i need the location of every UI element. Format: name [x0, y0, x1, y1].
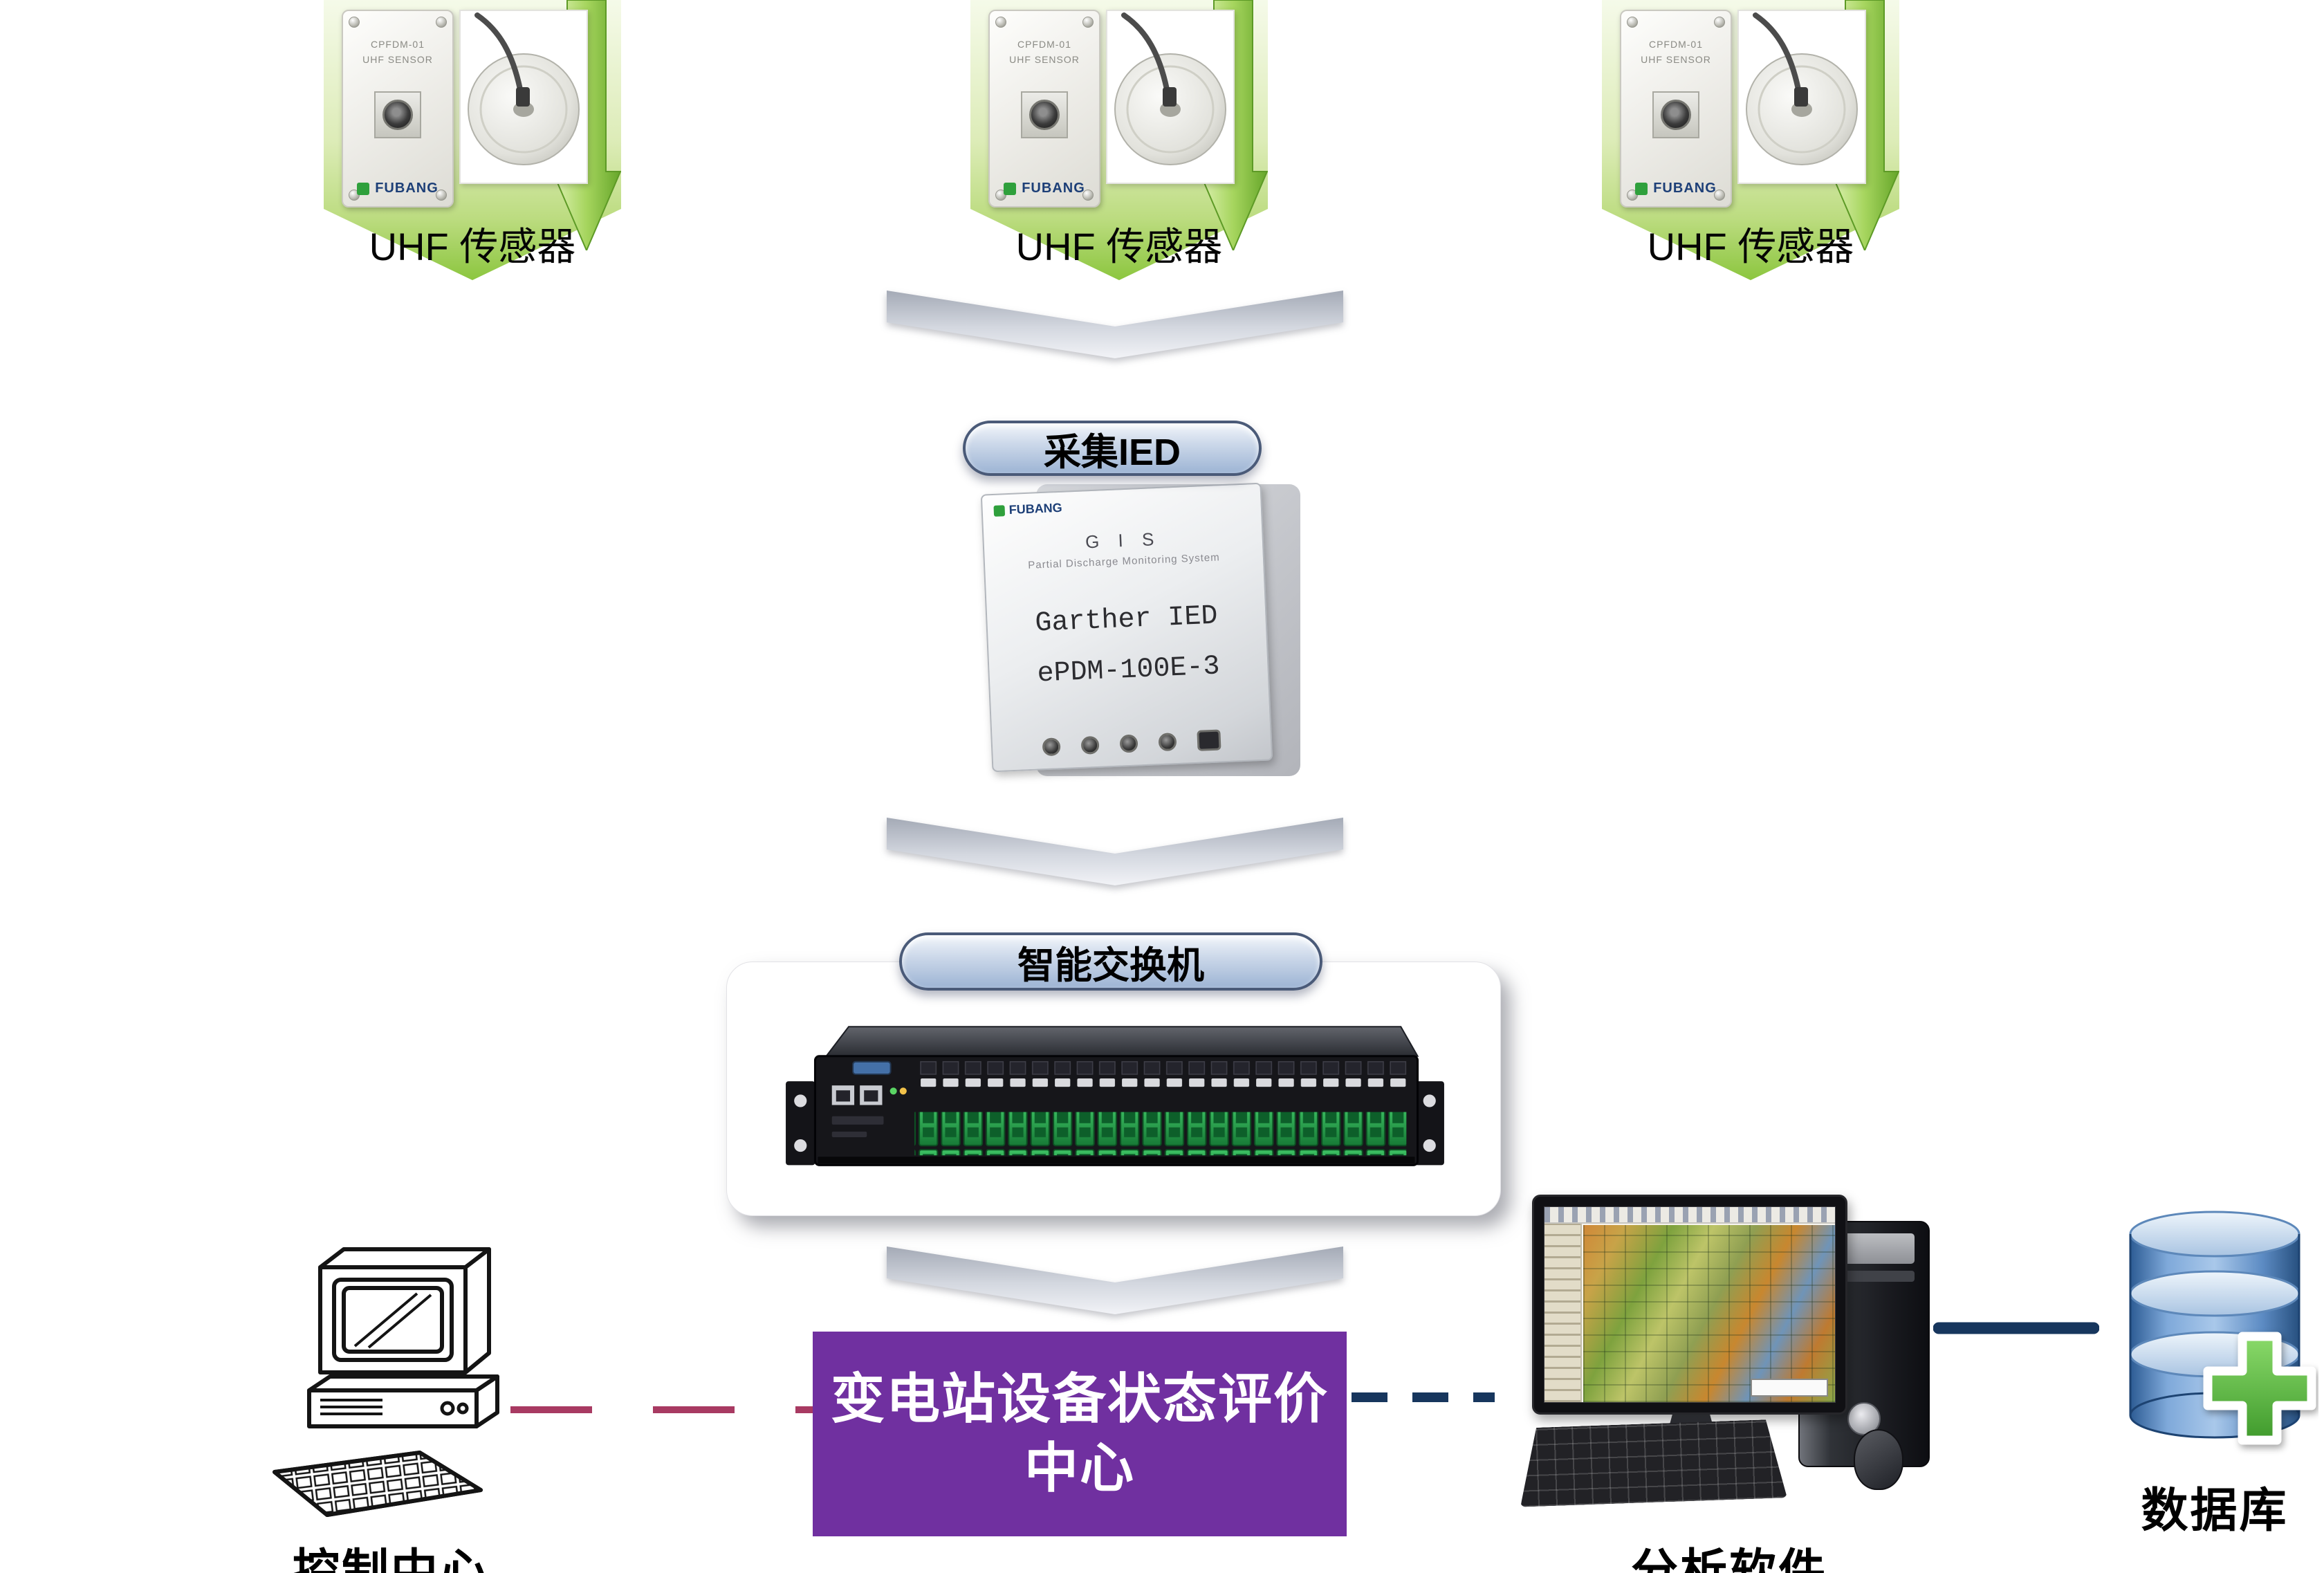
bnc-connector-icon — [1119, 734, 1138, 753]
analysis-mouse — [1854, 1429, 1903, 1490]
fubang-logo-icon — [357, 182, 370, 195]
disc-sensor-graphic — [468, 12, 580, 165]
uhf-panel-sensor-photo: CPFDM-01 UHF SENSOR FUBANG — [1620, 10, 1732, 208]
fubang-logo-icon — [1004, 182, 1017, 195]
connector-core — [1661, 100, 1691, 130]
down-chevron-icon — [887, 1247, 1343, 1314]
analysis-software-label: 分析软件 — [1630, 1545, 1827, 1573]
sensor-connector — [374, 91, 421, 138]
sensor-type-text: UHF SENSOR — [1641, 54, 1711, 65]
control-center-link-line — [510, 1406, 815, 1413]
screen-side-panel — [1544, 1224, 1582, 1402]
plus-icon — [2203, 1332, 2316, 1445]
uhf-sensor-label: UHF 传感器 — [1015, 225, 1223, 268]
screw-icon — [1714, 190, 1725, 201]
screw-icon — [995, 17, 1006, 28]
screw-icon — [995, 190, 1006, 201]
uhf-sensor-label: UHF 传感器 — [369, 225, 576, 268]
screw-icon — [1082, 17, 1094, 28]
screw-icon — [436, 17, 447, 28]
uhf-sensor-group-3: CPFDM-01 UHF SENSOR FUBANG UHF 传感器 — [1602, 0, 1899, 291]
database-icon — [2129, 1211, 2316, 1445]
screen-drawing-area — [1583, 1225, 1835, 1402]
uhf-sensor-group-2: CPFDM-01 UHF SENSOR FUBANG UHF 传感器 — [970, 0, 1268, 291]
fubang-logo-icon — [1635, 182, 1648, 195]
sensor-brand: FUBANG — [1621, 181, 1731, 196]
brand-text: FUBANG — [1022, 181, 1085, 196]
connector-core — [1029, 100, 1060, 130]
sensor-connector — [1652, 91, 1699, 138]
fubang-logo-icon — [993, 504, 1006, 517]
evaluation-center-line1: 变电站设备状态评价 — [830, 1369, 1329, 1430]
ied-device-photo: FUBANG G I S Partial Discharge Monitorin… — [980, 482, 1273, 773]
disc-sensor-graphic — [1114, 12, 1226, 165]
sensor-connector — [1021, 91, 1068, 138]
ied-pill-label: 采集IED — [963, 421, 1262, 476]
screw-icon — [349, 190, 360, 201]
screw-icon — [1714, 17, 1725, 28]
down-chevron-icon — [887, 818, 1343, 885]
screw-icon — [436, 190, 447, 201]
database-label: 数据库 — [2141, 1484, 2289, 1537]
bnc-connector-icon — [1042, 737, 1061, 757]
uhf-sensor-group-1: CPFDM-01 UHF SENSOR FUBANG UHF 传感器 — [324, 0, 621, 291]
control-center-label: 控制中心 — [292, 1545, 489, 1573]
sensor-type-text: UHF SENSOR — [1009, 54, 1080, 65]
sensor-model-text: CPFDM-01 — [1017, 39, 1071, 50]
brand-text: FUBANG — [1653, 181, 1717, 196]
uhf-panel-sensor-photo: CPFDM-01 UHF SENSOR FUBANG — [342, 10, 454, 208]
sensor-brand: FUBANG — [990, 181, 1099, 196]
sensor-type-text: UHF SENSOR — [362, 54, 433, 65]
analysis-keyboard — [1518, 1419, 1787, 1507]
ied-connectors — [993, 727, 1271, 760]
control-center-computer-art — [273, 1247, 499, 1517]
bnc-connector-icon — [1158, 733, 1177, 752]
screen-toolbar — [1544, 1207, 1835, 1224]
analysis-link-line — [1352, 1392, 1495, 1402]
screw-icon — [349, 17, 360, 28]
brand-text: FUBANG — [1008, 500, 1063, 517]
analysis-screen — [1544, 1206, 1836, 1403]
screw-icon — [1082, 190, 1094, 201]
ethernet-switch-photo — [786, 1026, 1444, 1166]
sensor-model-text: CPFDM-01 — [370, 39, 425, 50]
ied-brand: FUBANG — [993, 501, 1062, 518]
screen-popup-chip — [1751, 1379, 1828, 1397]
evaluation-center-line2: 中心 — [1024, 1438, 1135, 1498]
connector-core — [382, 100, 413, 130]
database-link-line — [1933, 1322, 2099, 1334]
brand-text: FUBANG — [375, 181, 439, 196]
bnc-connector-icon — [1080, 735, 1100, 755]
uhf-sensor-label: UHF 传感器 — [1647, 225, 1854, 268]
screw-icon — [1627, 17, 1638, 28]
sensor-brand: FUBANG — [343, 181, 452, 196]
evaluation-center-box: 变电站设备状态评价 中心 — [813, 1332, 1347, 1536]
uhf-panel-sensor-photo: CPFDM-01 UHF SENSOR FUBANG — [988, 10, 1100, 208]
analysis-monitor — [1532, 1195, 1847, 1415]
uhf-disc-sensor-photo — [459, 10, 588, 184]
screw-icon — [1627, 190, 1638, 201]
switch-pill-label: 智能交换机 — [899, 932, 1322, 991]
ied-device-name: Garther IED — [1034, 600, 1219, 640]
sensor-model-text: CPFDM-01 — [1648, 39, 1703, 50]
disc-sensor-graphic — [1746, 12, 1858, 165]
uhf-disc-sensor-photo — [1737, 10, 1866, 184]
power-connector-icon — [1197, 729, 1221, 751]
ied-device-model: ePDM-100E-3 — [1036, 651, 1221, 690]
down-chevron-icon — [887, 291, 1343, 358]
uhf-disc-sensor-photo — [1106, 10, 1235, 184]
